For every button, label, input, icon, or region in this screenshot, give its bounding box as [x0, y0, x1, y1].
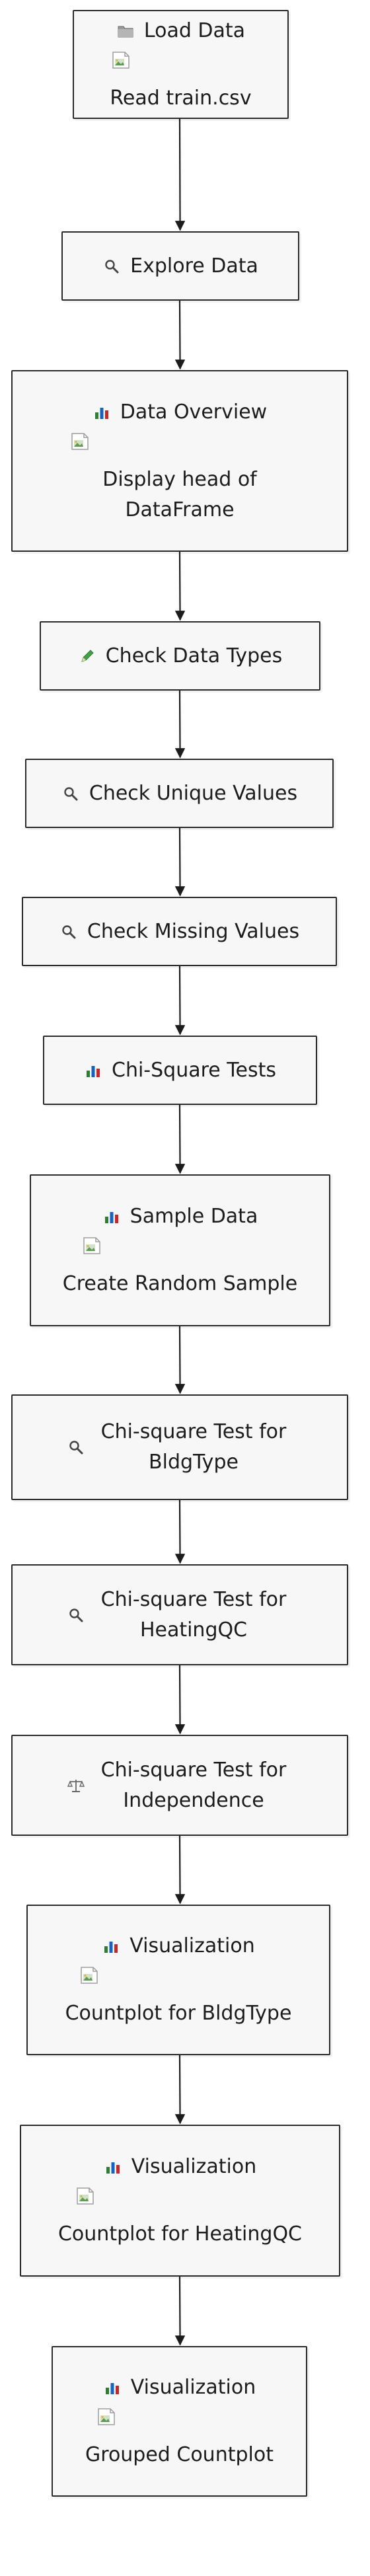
- node-explore-data: Explore Data: [61, 231, 299, 301]
- node-title-row: Explore Data: [102, 251, 258, 282]
- broken-image-icon: [70, 430, 90, 450]
- magnifier-icon: [67, 1606, 85, 1624]
- node-chi-square-independence: Chi-square Test for Independence: [11, 1735, 348, 1836]
- broken-image-icon: [75, 2185, 95, 2205]
- broken-image-icon: [111, 49, 131, 69]
- node-check-data-types: Check Data Types: [40, 621, 320, 691]
- node-title: Visualization: [130, 2376, 256, 2399]
- node-title-row: Check Missing Values: [59, 917, 299, 947]
- bar-chart-icon: [103, 2378, 122, 2397]
- node-description: Countplot for HeatingQC: [57, 2222, 303, 2246]
- bar-chart-icon: [104, 2158, 122, 2176]
- broken-image-icon: [96, 2406, 116, 2425]
- node-title-row: Sample Data: [102, 1201, 258, 1232]
- node-title-row: Visualization: [103, 2372, 256, 2403]
- node-title: Check Unique Values: [89, 781, 298, 805]
- node-title-row: Chi-square Test for BldgType: [67, 1417, 293, 1478]
- magnifier-icon: [102, 257, 121, 276]
- scales-icon: [67, 1776, 85, 1795]
- bar-chart-icon: [102, 1937, 120, 1955]
- bar-chart-icon: [92, 403, 111, 422]
- node-title: Check Data Types: [105, 644, 283, 667]
- node-description: Display head of DataFrame: [102, 467, 257, 521]
- bar-chart-icon: [84, 1061, 102, 1080]
- node-chi-square-heatingqc: Chi-square Test for HeatingQC: [11, 1564, 348, 1665]
- node-title-row: Chi-square Test for HeatingQC: [67, 1585, 293, 1646]
- node-title-row: Visualization: [102, 1931, 255, 1961]
- node-title: Explore Data: [130, 254, 258, 278]
- pencil-icon: [78, 647, 96, 665]
- node-title-row: Visualization: [104, 2152, 257, 2182]
- node-title: Chi-square Test for HeatingQC: [100, 1587, 287, 1642]
- node-chi-square-tests: Chi-Square Tests: [43, 1036, 317, 1105]
- node-title-row: Chi-square Test for Independence: [67, 1755, 293, 1816]
- node-title: Visualization: [130, 1934, 255, 1957]
- bar-chart-icon: [102, 1207, 121, 1226]
- node-title: Data Overview: [120, 400, 268, 424]
- node-title: Load Data: [143, 19, 246, 42]
- node-title: Chi-Square Tests: [112, 1058, 276, 1082]
- node-title-row: Chi-Square Tests: [84, 1055, 276, 1086]
- node-title-row: Check Unique Values: [61, 778, 297, 809]
- node-title: Sample Data: [130, 1205, 258, 1228]
- broken-image-icon: [79, 1964, 99, 1984]
- node-title: Check Missing Values: [87, 919, 300, 943]
- node-check-missing-values: Check Missing Values: [22, 897, 337, 966]
- magnifier-icon: [59, 923, 78, 941]
- node-check-unique-values: Check Unique Values: [25, 759, 334, 828]
- node-title-row: Data Overview: [92, 397, 267, 428]
- node-title: Visualization: [131, 2155, 257, 2178]
- folder-icon: [116, 22, 135, 40]
- magnifier-icon: [61, 784, 80, 803]
- node-description: Grouped Countplot: [85, 2443, 274, 2466]
- node-title: Chi-square Test for Independence: [100, 1758, 287, 1812]
- node-title-row: Check Data Types: [78, 641, 283, 671]
- node-description: Create Random Sample: [62, 1272, 298, 1295]
- node-title: Chi-square Test for BldgType: [100, 1420, 287, 1474]
- broken-image-icon: [82, 1234, 102, 1254]
- node-description: Countplot for BldgType: [65, 2002, 292, 2025]
- magnifier-icon: [67, 1438, 85, 1457]
- node-chi-square-bldgtype: Chi-square Test for BldgType: [11, 1394, 348, 1500]
- node-title-row: Load Data: [116, 16, 245, 46]
- node-description: Read train.csv: [110, 86, 252, 110]
